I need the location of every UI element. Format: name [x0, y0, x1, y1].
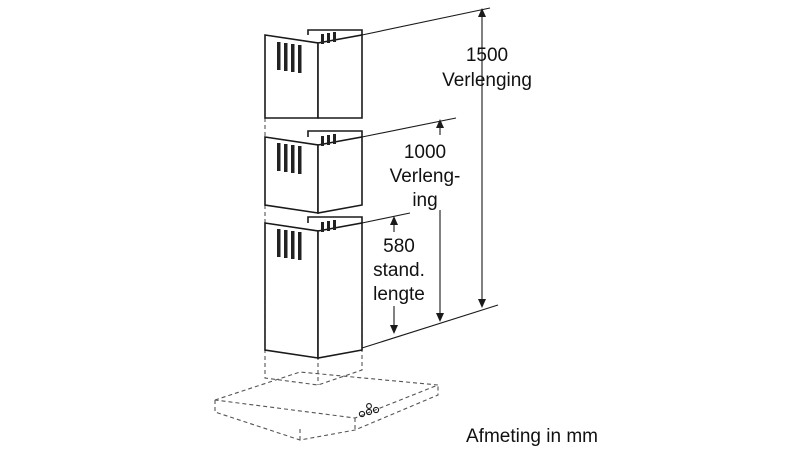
label-580-value: 580	[383, 236, 415, 257]
label-580-text-line1: stand.	[373, 260, 425, 281]
label-1000-text-line2: ing	[412, 190, 437, 211]
extension-segment-top	[264, 29, 363, 119]
standard-segment	[264, 216, 363, 359]
label-1000-value: 1000	[404, 142, 446, 163]
dimension-line-580	[390, 216, 398, 334]
dimension-line-1000	[436, 119, 444, 322]
extension-segment-middle	[264, 130, 363, 214]
hood-base	[214, 371, 439, 441]
label-580-text-line2: lengte	[373, 284, 425, 305]
control-buttons	[358, 403, 380, 418]
label-1000-text-line1: Verleng-	[390, 166, 461, 187]
label-1500-value: 1500	[466, 45, 508, 66]
dimension-line-1500	[478, 8, 486, 308]
caption: Afmeting in mm	[466, 426, 598, 447]
label-1500-text: Verlenging	[442, 70, 532, 91]
